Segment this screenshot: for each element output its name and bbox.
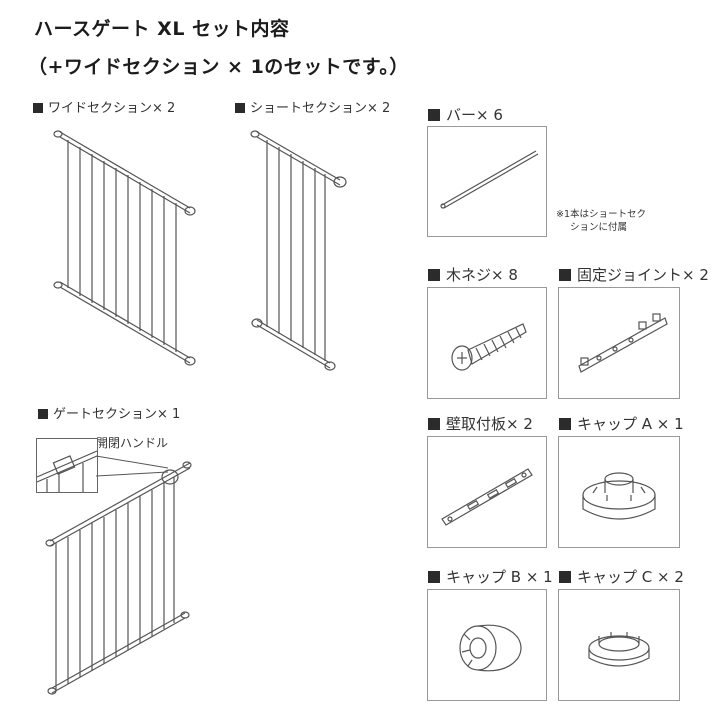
- label-handle: 開閉ハンドル: [96, 436, 169, 450]
- label-wall-plate: 壁取付板× 2: [428, 413, 533, 434]
- label-bar: バー× 6: [428, 104, 503, 125]
- bar-box: [427, 126, 547, 237]
- wood-screw-icon: [451, 323, 527, 371]
- cap-b-box: [427, 589, 547, 701]
- cap-c-box: [558, 589, 680, 701]
- gate-section-illustration: [45, 461, 192, 695]
- short-section-illustration: [250, 130, 347, 371]
- bar-icon: [440, 150, 539, 209]
- square-marker-icon: [428, 571, 440, 583]
- label-wide-section: ワイドセクション× 2: [33, 97, 175, 116]
- square-marker-icon: [33, 103, 43, 113]
- cap-b-icon: [459, 624, 522, 672]
- wood-screw-box: [427, 287, 547, 399]
- cap-a-box: [558, 436, 680, 548]
- square-marker-icon: [559, 571, 571, 583]
- label-fixed-joint: 固定ジョイント× 2: [559, 264, 709, 285]
- fixed-joint-icon: [578, 313, 668, 373]
- handle-callout-lines: [96, 455, 169, 477]
- page-title: ハースゲート XL セット内容: [34, 18, 290, 40]
- square-marker-icon: [428, 418, 440, 430]
- wall-plate-icon: [441, 468, 533, 526]
- label-gate-section: ゲートセクション× 1: [38, 403, 180, 422]
- square-marker-icon: [428, 109, 440, 121]
- cap-c-icon: [588, 632, 650, 667]
- fixed-joint-box: [558, 287, 680, 399]
- label-cap-b: キャップ B × 1: [428, 566, 553, 587]
- square-marker-icon: [559, 269, 571, 281]
- label-wood-screw: 木ネジ× 8: [428, 264, 518, 285]
- page-subtitle: （+ワイドセクション × 1のセットです。）: [28, 56, 409, 78]
- handle-detail-inset: [36, 438, 98, 493]
- label-short-section: ショートセクション× 2: [235, 97, 390, 116]
- square-marker-icon: [38, 409, 48, 419]
- square-marker-icon: [428, 269, 440, 281]
- square-marker-icon: [559, 418, 571, 430]
- bar-note: ※1本はショートセク ションに付属: [556, 209, 647, 233]
- label-cap-a: キャップ A × 1: [559, 413, 684, 434]
- label-cap-c: キャップ C × 2: [559, 566, 684, 587]
- wide-section-illustration: [53, 130, 196, 366]
- handle-detail-icon: [37, 450, 97, 492]
- cap-a-icon: [582, 472, 656, 520]
- square-marker-icon: [235, 103, 245, 113]
- wall-plate-box: [427, 436, 547, 548]
